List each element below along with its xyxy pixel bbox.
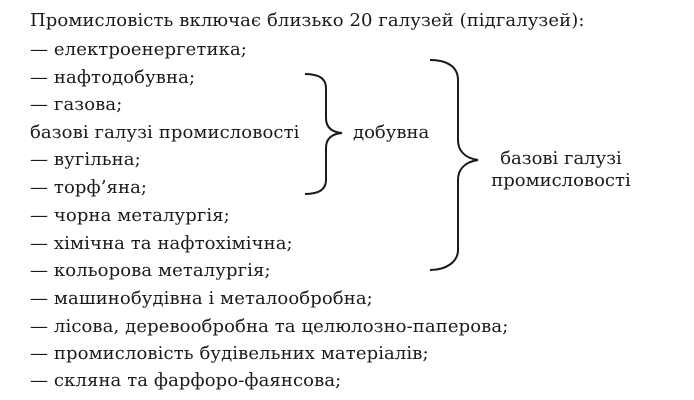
list-item: — кольорова металургія; xyxy=(30,260,271,281)
brace-label-basic-line1: базові галузі xyxy=(500,148,622,169)
document-heading: Промисловість включає близько 20 галузей… xyxy=(30,10,585,31)
large-brace xyxy=(429,59,479,271)
small-brace xyxy=(304,73,343,195)
list-item: — скляна та фарфоро-фаянсова; xyxy=(30,370,342,391)
list-item: базові галузі промисловості xyxy=(30,122,300,143)
list-item: — газова; xyxy=(30,94,123,115)
list-item: — машинобудівна і металообробна; xyxy=(30,288,373,309)
list-item: — промисловість будівельних матеріалів; xyxy=(30,343,429,364)
brace-label-mining: добувна xyxy=(353,122,430,143)
list-item: — нафтодобувна; xyxy=(30,67,196,88)
list-item: — чорна металургія; xyxy=(30,205,230,226)
brace-label-basic-line2: промисловості xyxy=(491,170,631,191)
list-item: — хімічна та нафтохімічна; xyxy=(30,233,293,254)
list-item: — електроенергетика; xyxy=(30,39,247,60)
list-item: — вугільна; xyxy=(30,149,141,170)
list-item: — торф’яна; xyxy=(30,177,148,198)
list-item: — лісова, деревообробна та целюлозно-пап… xyxy=(30,316,509,337)
